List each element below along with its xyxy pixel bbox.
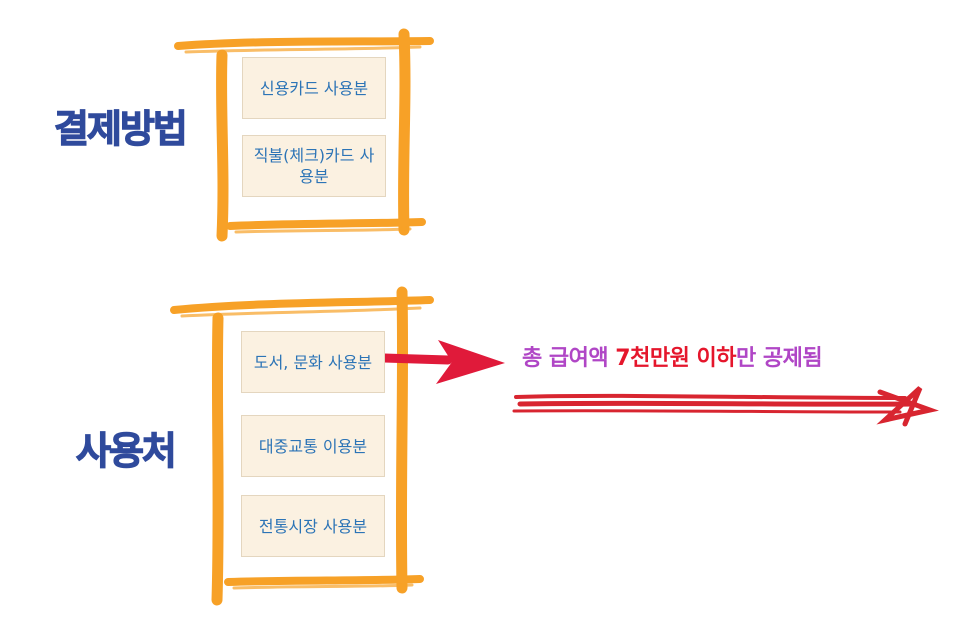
books-culture-item-text: 도서, 문화 사용분 <box>253 352 373 372</box>
callout-highlight: 7천만원 이하 <box>615 346 736 371</box>
debit-card-item: 직불(체크)카드 사용분 <box>242 135 386 197</box>
public-transport-item-text: 대중교통 이용분 <box>258 436 368 456</box>
callout-part3: 만 공제됨 <box>735 346 823 371</box>
credit-card-item: 신용카드 사용분 <box>242 57 386 119</box>
arrow-mark <box>379 340 505 384</box>
payment-method-label: 결제방법 <box>53 106 188 151</box>
traditional-market-item-text: 전통시장 사용분 <box>258 516 368 536</box>
payment-frame <box>174 28 434 242</box>
usage-frame <box>170 286 434 606</box>
usage-place-label: 사용처 <box>75 428 177 473</box>
traditional-market-item: 전통시장 사용분 <box>241 495 385 557</box>
deduction-callout: 총 급여액 7천만원 이하만 공제됨 <box>522 340 823 372</box>
debit-card-item-text: 직불(체크)카드 사용분 <box>253 146 375 186</box>
public-transport-item: 대중교통 이용분 <box>241 415 385 477</box>
callout-part1: 총 급여액 <box>522 346 616 371</box>
credit-card-item-text: 신용카드 사용분 <box>259 78 369 98</box>
underline-mark <box>512 386 939 427</box>
books-culture-item: 도서, 문화 사용분 <box>241 331 385 393</box>
